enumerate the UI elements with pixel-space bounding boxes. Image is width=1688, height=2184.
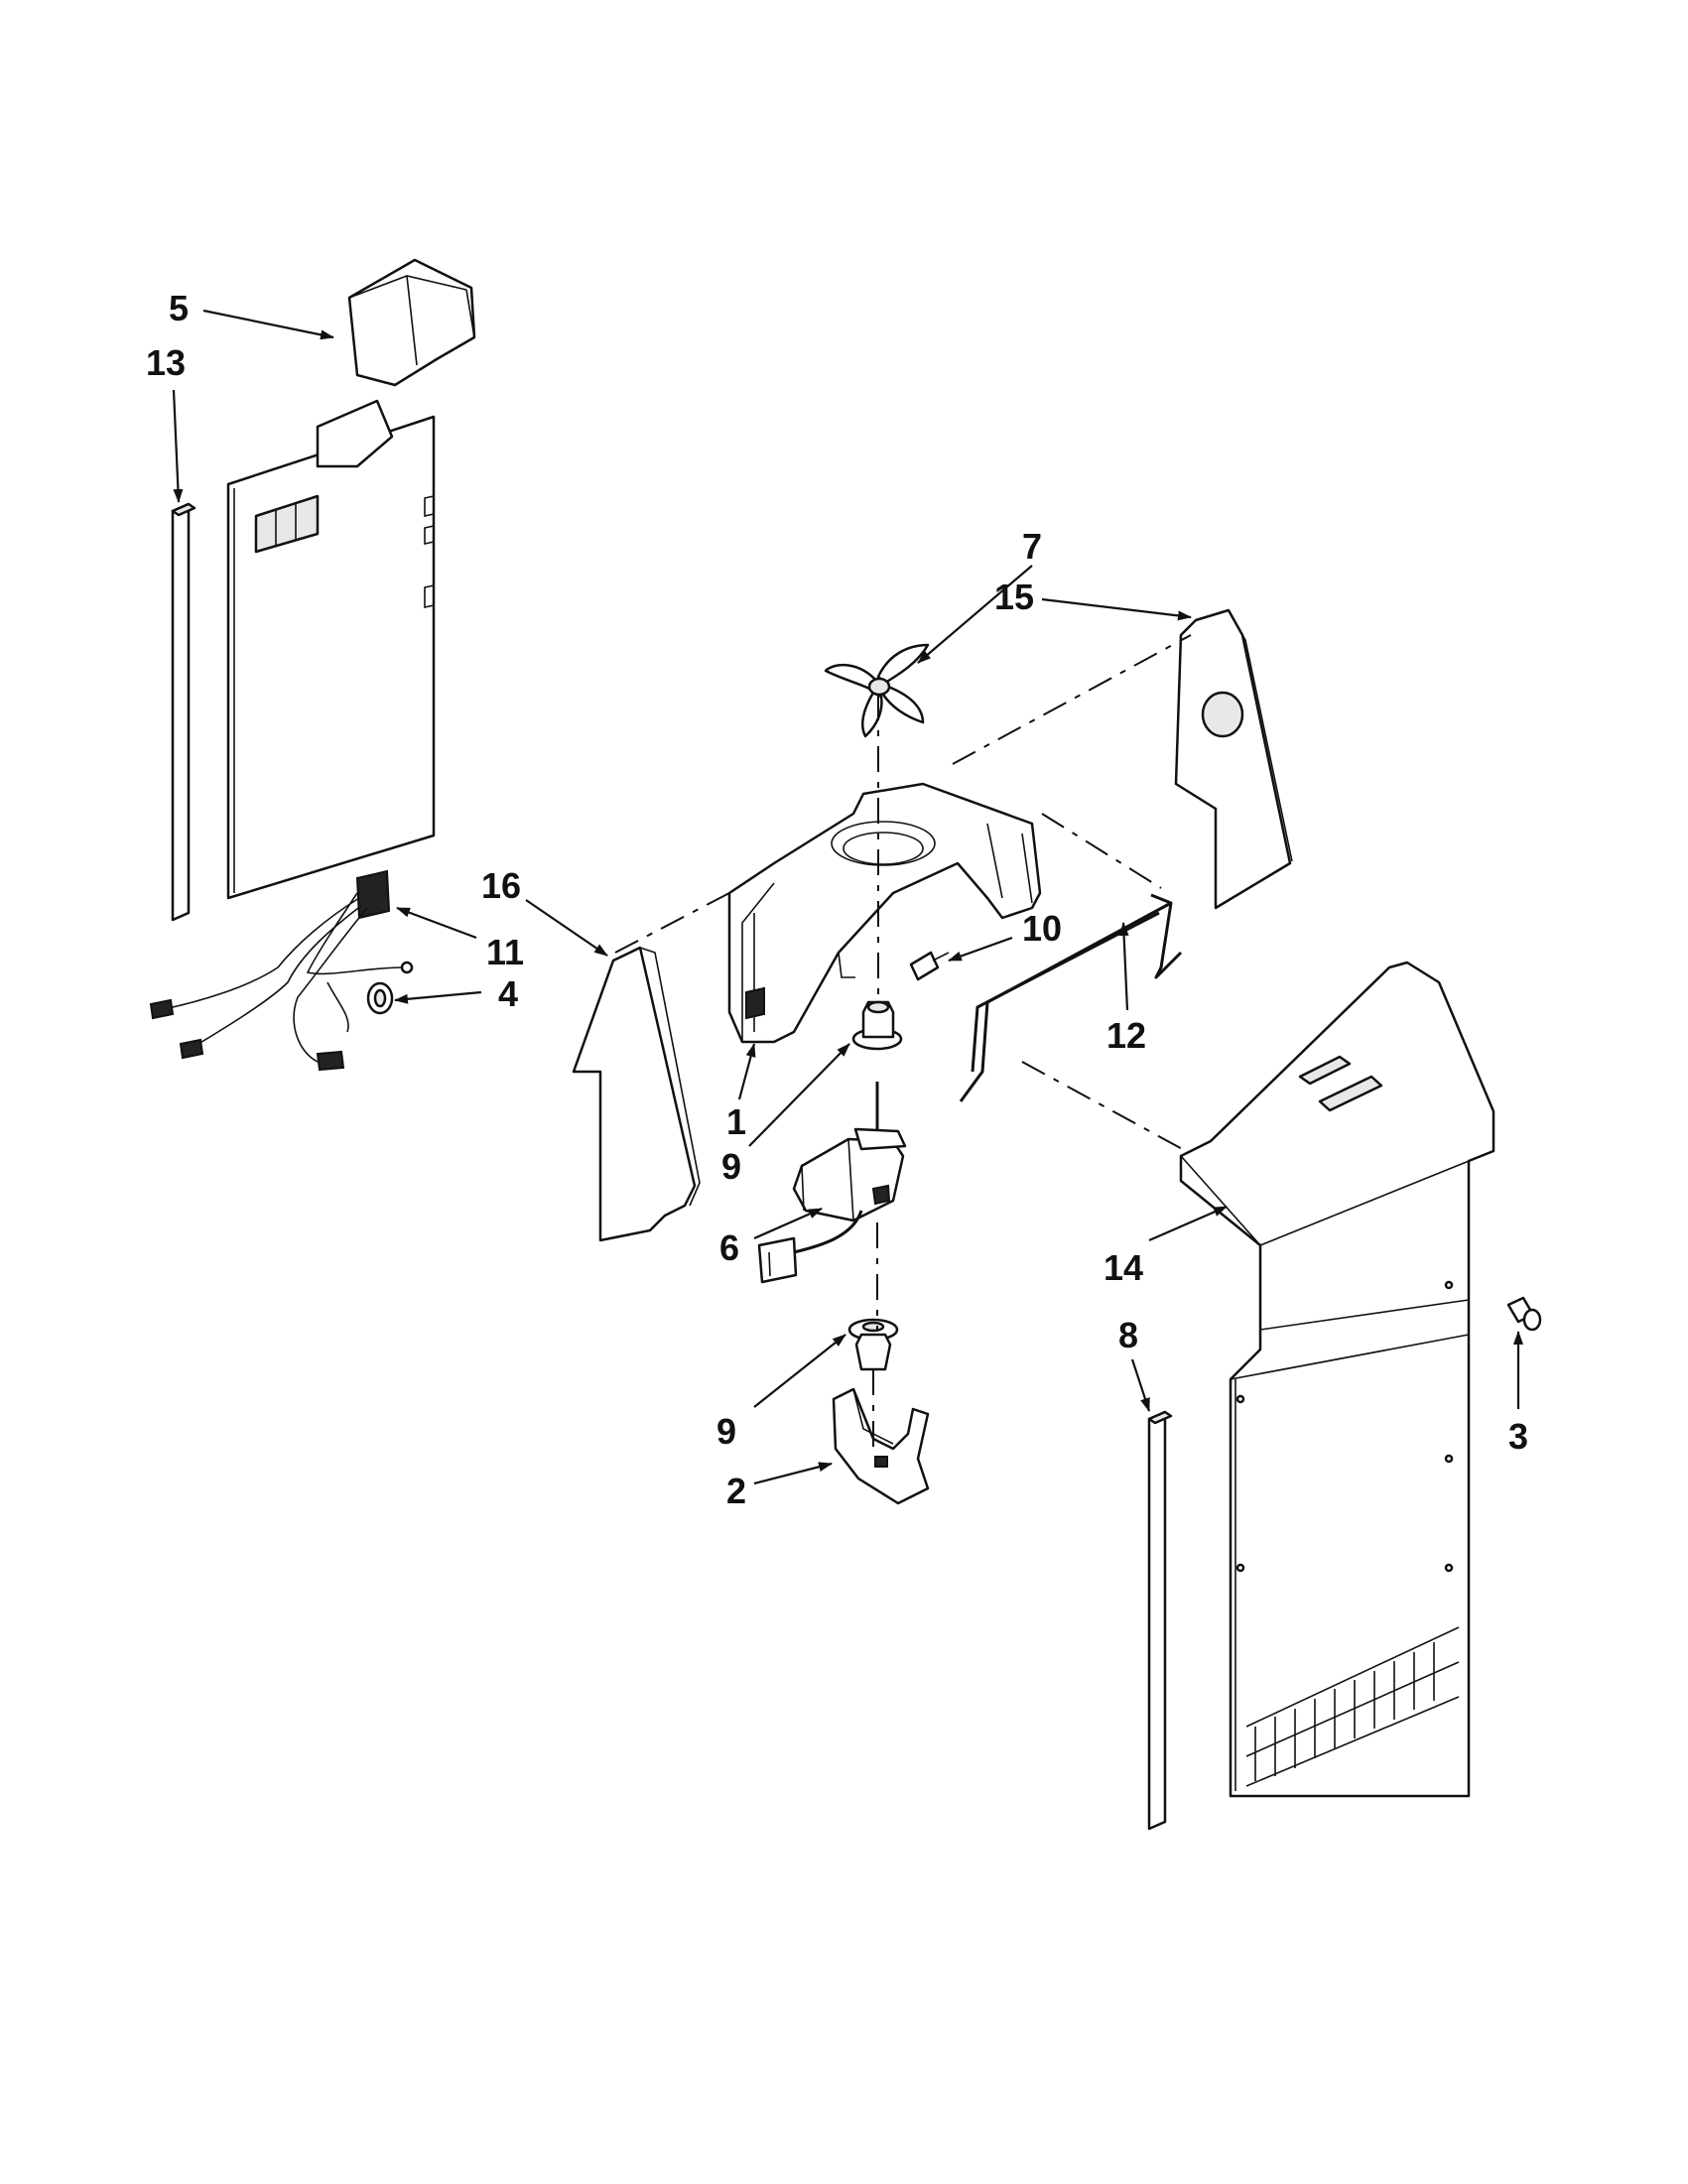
callout-2: 2 xyxy=(726,1471,746,1511)
callout-9-upper: 9 xyxy=(721,1146,741,1187)
part-2-motor-bracket xyxy=(832,1387,930,1505)
part-14-back-panel xyxy=(1179,961,1495,1798)
part-5-air-duct-panel xyxy=(226,258,476,900)
callout-8: 8 xyxy=(1118,1315,1138,1355)
part-10-screw xyxy=(909,951,950,981)
part-4-grommet xyxy=(366,981,394,1015)
part-8-seal-strip xyxy=(1147,1410,1173,1831)
part-9-lower-bushing xyxy=(847,1318,899,1371)
callout-16: 16 xyxy=(481,865,521,906)
callout-15: 15 xyxy=(994,577,1034,617)
callout-12: 12 xyxy=(1106,1015,1146,1056)
part-11-wire-harness xyxy=(149,869,414,1072)
callout-4: 4 xyxy=(498,973,518,1014)
part-7-fan-blade xyxy=(824,643,930,738)
callout-1: 1 xyxy=(726,1101,746,1142)
callout-5: 5 xyxy=(169,288,189,328)
callout-3: 3 xyxy=(1508,1416,1528,1457)
part-6-fan-motor xyxy=(757,1082,907,1284)
part-15-side-cover xyxy=(1174,608,1293,910)
part-3-screw xyxy=(1506,1296,1542,1332)
callout-labels: 5 13 7 15 16 11 4 10 12 1 9 6 14 8 9 3 2 xyxy=(146,288,1528,1511)
callout-10: 10 xyxy=(1022,908,1062,949)
callout-6: 6 xyxy=(719,1227,739,1268)
leader-arrows xyxy=(172,309,1523,1485)
part-1-fan-housing xyxy=(727,782,1042,1044)
part-13-seal-strip xyxy=(171,502,196,922)
callout-11: 11 xyxy=(486,932,524,972)
callout-7: 7 xyxy=(1022,526,1042,567)
part-12-wire-bracket xyxy=(959,893,1183,1102)
callout-9-lower: 9 xyxy=(716,1411,736,1452)
callout-14: 14 xyxy=(1104,1247,1143,1288)
vent-grille xyxy=(1245,1626,1460,1787)
part-16-side-cover xyxy=(572,946,701,1242)
callout-13: 13 xyxy=(146,342,186,383)
assembly-lines xyxy=(614,634,1192,1454)
part-9-upper-bushing xyxy=(851,1000,903,1051)
